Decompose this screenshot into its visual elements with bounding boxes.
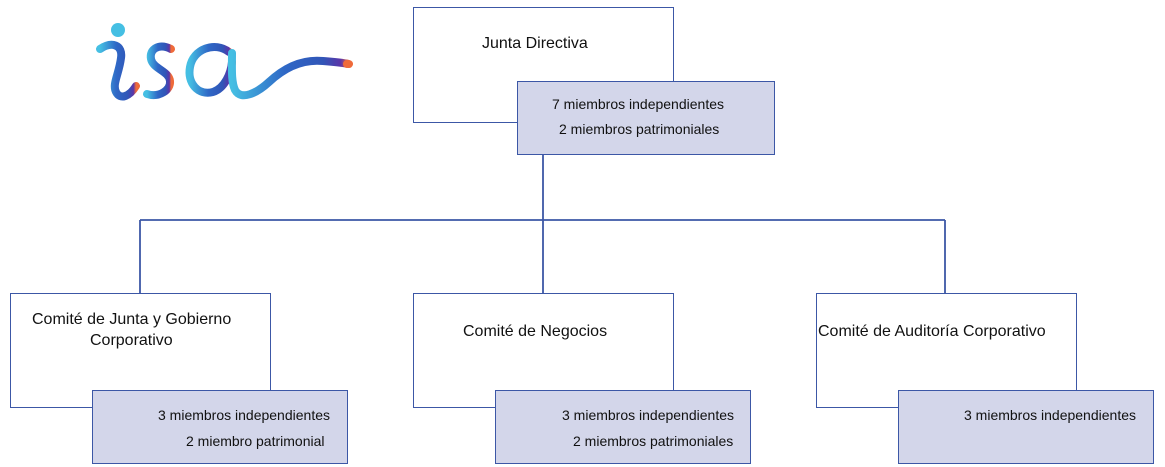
board-members-box (517, 81, 775, 155)
logo-accent-icon (343, 60, 351, 68)
committee-members-box (92, 390, 348, 464)
committee-title-line: Comité de Junta y Gobierno (32, 311, 232, 328)
committee-member-line: 2 miembro patrimonial (186, 433, 325, 449)
isa-logo-mark (96, 23, 353, 101)
isa-logo (92, 18, 354, 112)
logo-a-tail (227, 49, 353, 100)
committee-member-line: 3 miembros independientes (158, 407, 330, 423)
committee-members-box (495, 390, 751, 464)
logo-i-stroke (96, 40, 140, 101)
logo-a-bowl (185, 43, 236, 97)
committee-title-line: Corporativo (90, 332, 173, 349)
committee-member-line: 3 miembros independientes (562, 407, 734, 423)
logo-dot-icon (111, 23, 125, 37)
committee-member-line: 2 miembros patrimoniales (573, 433, 734, 449)
board-member-line: 2 miembros patrimoniales (559, 121, 720, 137)
board-member-line: 7 miembros independientes (552, 96, 724, 112)
committee-title-line: Comité de Negocios (463, 323, 608, 340)
committee-title-line: Comité de Auditoría Corporativo (818, 323, 1046, 340)
committee-members-box (898, 390, 1154, 464)
board-title: Junta Directiva (482, 35, 588, 52)
logo-s-stroke (143, 42, 175, 99)
committee-box (816, 293, 1077, 408)
committee-member-line: 3 miembros independientes (964, 407, 1136, 423)
